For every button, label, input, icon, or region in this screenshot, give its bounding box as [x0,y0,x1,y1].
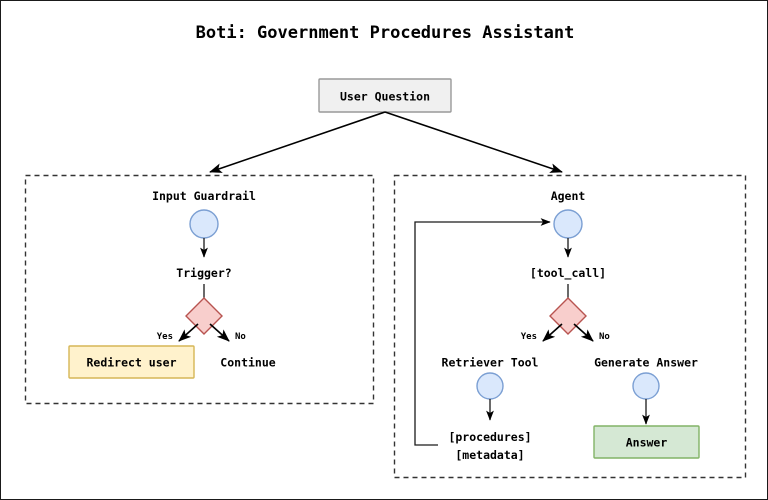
answer-label: Answer [626,436,668,450]
agent-state-circle[interactable] [553,209,583,239]
edge-agent-no [573,323,594,342]
panel-heading-input-guardrail: Input Guardrail [152,189,256,203]
edge-agent-yes [542,323,563,342]
guardrail-yes-label: Yes [157,332,173,342]
edge-guardrail-no [209,323,230,342]
panel-input-guardrail [24,174,375,405]
user-question-label: User Question [340,90,430,104]
redirect-user-node[interactable]: Redirect user [68,345,195,379]
generate-answer-label: Generate Answer [594,356,698,370]
retriever-tool-circle[interactable] [476,372,504,400]
redirect-user-box[interactable] [68,345,195,379]
panel-agent [393,174,747,479]
guardrail-decision-diamond[interactable] [185,297,223,335]
retriever-output-metadata: [metadata] [455,448,524,462]
edge-retriever-feedback-to-agent [414,218,551,446]
guardrail-decision-label: Trigger? [176,266,231,280]
panel-heading-agent: Agent [551,189,586,203]
edge-user-question-to-guardrail [209,111,386,173]
page-title: Boti: Government Procedures Assistant [196,23,575,43]
guardrail-no-label: No [235,332,246,342]
generate-answer-circle[interactable] [632,372,660,400]
continue-label: Continue [220,356,275,370]
answer-node[interactable]: Answer [593,425,700,459]
answer-box[interactable] [593,425,700,459]
agent-yes-label: Yes [521,332,537,342]
redirect-user-label: Redirect user [86,356,176,370]
agent-decision-diamond[interactable] [549,297,587,335]
edge-guardrail-yes [178,323,199,342]
edge-user-question-to-agent [384,111,563,173]
retriever-output-procedures: [procedures] [448,430,531,444]
agent-decision-label: [tool_call] [530,266,606,281]
agent-no-label: No [599,332,610,342]
guardrail-state-circle[interactable] [189,209,219,239]
user-question-node[interactable]: User Question [318,78,452,113]
retriever-tool-label: Retriever Tool [442,356,539,370]
